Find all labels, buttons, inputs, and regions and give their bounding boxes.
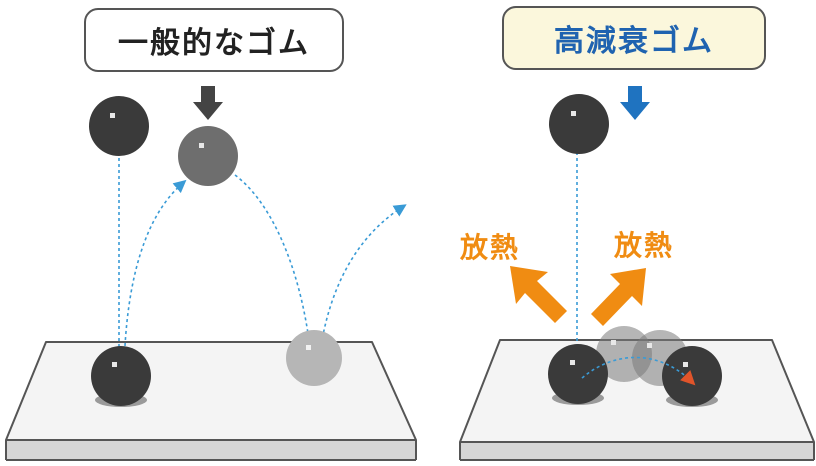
ball-left-peak bbox=[178, 126, 238, 186]
ball-left-ground bbox=[91, 346, 151, 406]
rolling-motion-arrow bbox=[581, 356, 696, 386]
heat-arrow-left-icon bbox=[510, 266, 567, 323]
arrow-down-blue-icon bbox=[620, 86, 650, 120]
ball-right-ground bbox=[548, 344, 608, 404]
heat-label-left: 放熱 bbox=[460, 231, 521, 264]
ball-right-start bbox=[549, 94, 609, 154]
label-general-rubber: 一般的なゴム bbox=[84, 8, 344, 72]
ball-left-bounce bbox=[286, 330, 342, 386]
heat-arrow-right-icon bbox=[591, 268, 646, 326]
arrow-down-dark-icon bbox=[193, 86, 223, 120]
platform-right bbox=[459, 339, 815, 461]
label-high-damping-rubber: 高減衰ゴム bbox=[502, 6, 766, 70]
platform-left bbox=[5, 341, 417, 461]
ball-left-start bbox=[89, 96, 149, 156]
ball-right-end bbox=[662, 346, 722, 406]
heat-label-right: 放熱 bbox=[614, 229, 675, 262]
